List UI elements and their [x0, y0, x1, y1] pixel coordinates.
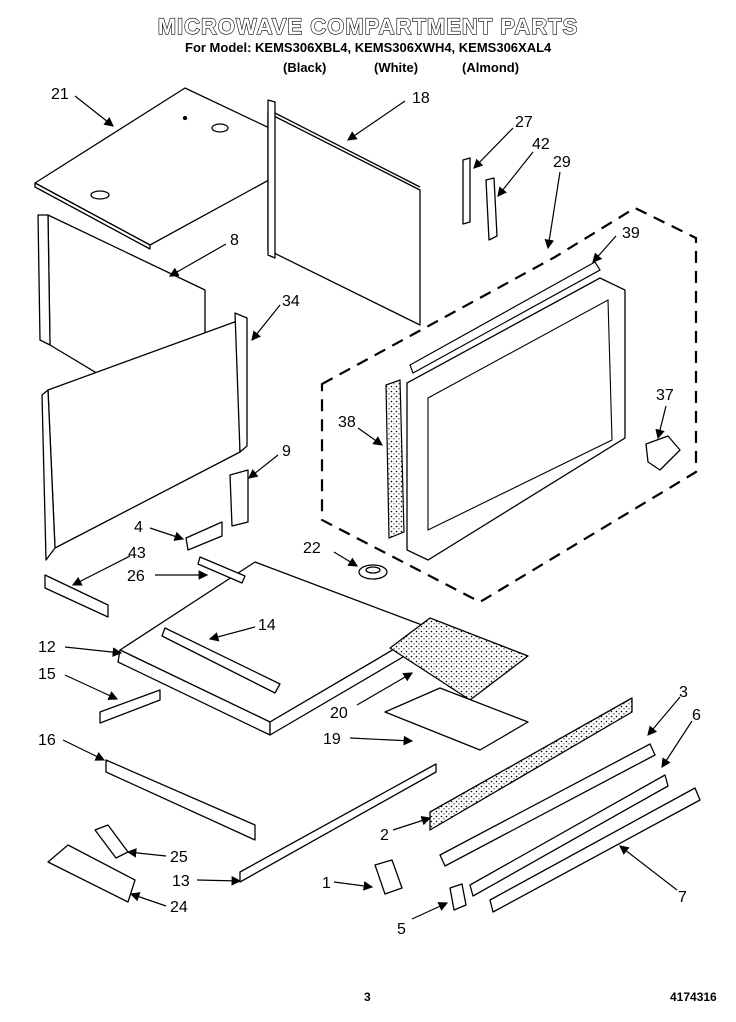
part-4-label: 4: [134, 519, 143, 536]
part-9-label: 9: [282, 443, 291, 460]
document-number: 4174316: [670, 990, 717, 1004]
trim-3-part: [439, 743, 656, 867]
small-panel-9-part: [229, 469, 249, 527]
part-2-label: 2: [380, 827, 389, 844]
vent-strip-43-part: [44, 574, 109, 618]
part-19-label: 19: [323, 731, 341, 748]
color-almond: (Almond): [462, 60, 520, 75]
part-3-label: 3: [679, 684, 688, 701]
page-title: MICROWAVE COMPARTMENT PARTS: [157, 13, 579, 39]
block-37-part: [645, 435, 681, 471]
lower-panel-part: [41, 312, 248, 561]
frame-assembly-29: [320, 206, 698, 604]
part-16-label: 16: [38, 732, 56, 749]
part-8-label: 8: [230, 232, 239, 249]
filter-20-part: [389, 617, 529, 701]
part-21-label: 21: [51, 86, 69, 103]
part-39-label: 39: [622, 225, 640, 242]
callout-numbers: 21 18 27 42 29 39 8 34 38 37 9 4 22 43 2…: [38, 86, 701, 938]
trim-7-part: [489, 787, 701, 913]
part-26-label: 26: [127, 568, 145, 585]
bracket-4-part: [185, 521, 223, 551]
clip-5-part: [449, 883, 467, 911]
part-42-label: 42: [532, 136, 550, 153]
bracket-25-part: [94, 824, 129, 859]
rail-13-part: [239, 763, 437, 883]
rail-16-part: [105, 759, 256, 841]
strip-27-part: [462, 157, 471, 225]
strip-42-part: [485, 177, 498, 241]
side-panel-part: [267, 99, 421, 326]
trim-6-part: [469, 774, 669, 897]
color-black: (Black): [283, 60, 327, 75]
rail-15-part: [99, 689, 161, 724]
grommet-22-part: [358, 564, 388, 580]
part-43-label: 43: [128, 545, 146, 562]
plate-19-part: [384, 687, 529, 751]
part-12-label: 12: [38, 639, 56, 656]
part-7-label: 7: [678, 889, 687, 906]
part-29-label: 29: [553, 154, 571, 171]
part-27-label: 27: [515, 114, 533, 131]
part-15-label: 15: [38, 666, 56, 683]
part-1-label: 1: [322, 875, 331, 892]
color-white: (White): [374, 60, 419, 75]
page-number: 3: [364, 990, 371, 1004]
part-34-label: 34: [282, 293, 300, 310]
duct-24-part: [47, 844, 136, 903]
part-25-label: 25: [170, 849, 188, 866]
callout-leaders: [62, 95, 693, 920]
part-20-label: 20: [330, 705, 348, 722]
bottom-plate-part: [117, 556, 433, 736]
clip-1-part: [374, 859, 403, 895]
part-37-label: 37: [656, 387, 674, 404]
part-5-label: 5: [397, 921, 406, 938]
part-24-label: 24: [170, 899, 188, 916]
part-6-label: 6: [692, 707, 701, 724]
part-38-label: 38: [338, 414, 356, 431]
part-22-label: 22: [303, 540, 321, 557]
part-14-label: 14: [258, 617, 276, 634]
part-13-label: 13: [172, 873, 190, 890]
model-list: For Model: KEMS306XBL4, KEMS306XWH4, KEM…: [185, 40, 552, 55]
part-18-label: 18: [412, 90, 430, 107]
